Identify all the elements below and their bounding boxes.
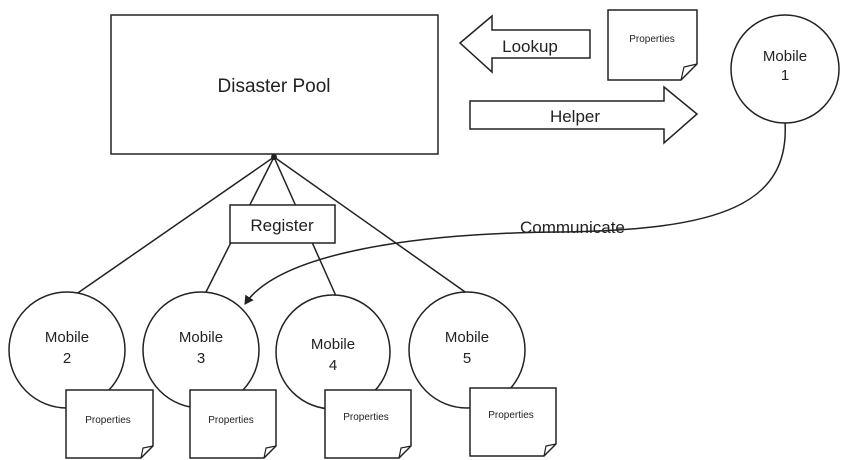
mobile-5-label-line2: 5 — [463, 350, 471, 367]
mobile-2-label-line1: Mobile — [45, 329, 89, 346]
mobile-2-label-line2: 2 — [63, 350, 71, 367]
properties-doc-mobile-2 — [65, 389, 154, 459]
disaster-pool-box — [110, 14, 439, 155]
disaster-pool-label: Disaster Pool — [218, 76, 331, 97]
properties-label-mobile-4: Properties — [343, 412, 389, 423]
properties-label-mobile-2: Properties — [85, 415, 131, 426]
mobile-1-node — [730, 14, 840, 124]
mobile-4-label-line2: 4 — [329, 357, 337, 374]
properties-doc-mobile-4 — [324, 389, 412, 459]
connector-mobile-2 — [71, 156, 275, 298]
properties-doc-mobile-1 — [607, 9, 698, 81]
mobile-5-node — [408, 291, 526, 409]
mobile-4-label-line1: Mobile — [311, 336, 355, 353]
communicate-arrow — [244, 121, 786, 305]
properties-doc-mobile-3 — [189, 389, 277, 459]
mobile-3-label-line2: 3 — [197, 350, 205, 367]
helper-label: Helper — [550, 107, 600, 126]
properties-doc-fold-mobile-5 — [543, 443, 557, 457]
register-box — [229, 204, 336, 244]
properties-doc-fold-mobile-2 — [140, 445, 154, 459]
properties-label-mobile-3: Properties — [208, 415, 254, 426]
properties-doc-fold-mobile-4 — [398, 445, 412, 459]
mobile-1-label-line1: Mobile — [763, 48, 807, 65]
properties-label-mobile-1: Properties — [629, 34, 675, 45]
communicate-label: Communicate — [520, 218, 625, 237]
mobile-1-label-line2: 1 — [781, 67, 789, 84]
properties-doc-fold-mobile-3 — [263, 445, 277, 459]
pool-junction-dot — [271, 154, 277, 160]
mobile-5-label-line1: Mobile — [445, 329, 489, 346]
connector-mobile-5 — [273, 156, 469, 295]
properties-label-mobile-5: Properties — [488, 410, 534, 421]
lookup-arrow — [458, 14, 591, 74]
properties-doc-fold-mobile-1 — [680, 63, 698, 81]
helper-arrow — [469, 85, 699, 145]
properties-doc-mobile-5 — [469, 387, 557, 457]
register-label: Register — [250, 216, 314, 235]
mobile-3-label-line1: Mobile — [179, 329, 223, 346]
lookup-label: Lookup — [502, 37, 558, 56]
